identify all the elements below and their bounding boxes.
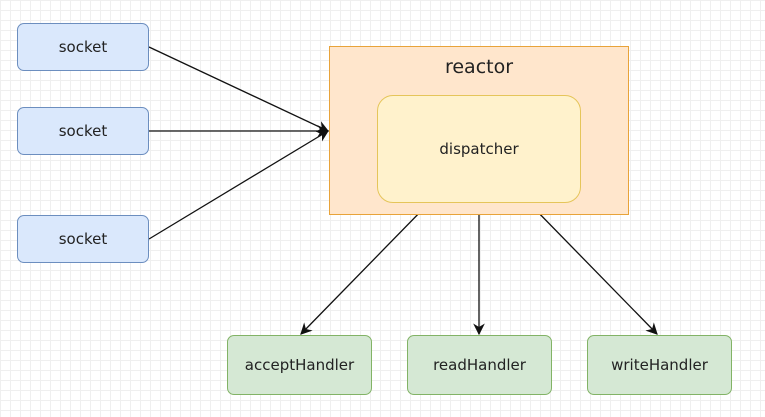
socket-node-2[interactable]: socket bbox=[17, 107, 149, 155]
accept-handler-node[interactable]: acceptHandler bbox=[227, 335, 372, 395]
read-handler-node[interactable]: readHandler bbox=[407, 335, 552, 395]
socket-node-label: socket bbox=[58, 122, 108, 140]
edge-socket-1-to-reactor bbox=[148, 46, 330, 132]
edge-dispatcher-to-accept-handler bbox=[300, 203, 429, 335]
dispatcher-node[interactable]: dispatcher bbox=[377, 95, 581, 203]
write-handler-node[interactable]: writeHandler bbox=[587, 335, 732, 395]
socket-node-1[interactable]: socket bbox=[17, 23, 149, 71]
reactor-label: reactor bbox=[444, 56, 514, 78]
dispatcher-label: dispatcher bbox=[439, 140, 519, 158]
socket-node-3[interactable]: socket bbox=[17, 215, 149, 263]
handler-label: acceptHandler bbox=[244, 356, 355, 374]
edge-socket-3-to-reactor bbox=[148, 130, 330, 240]
handler-label: readHandler bbox=[433, 356, 526, 374]
socket-node-label: socket bbox=[58, 230, 108, 248]
socket-node-label: socket bbox=[58, 38, 108, 56]
handler-label: writeHandler bbox=[611, 356, 708, 374]
edge-dispatcher-to-write-handler bbox=[529, 203, 658, 335]
